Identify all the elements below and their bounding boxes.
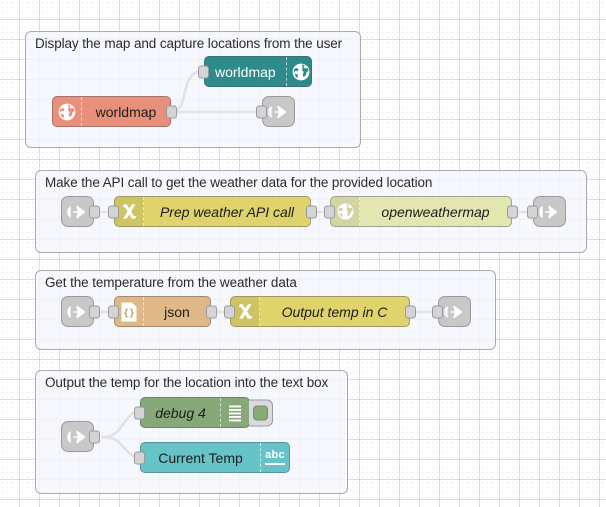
function-icon: [231, 297, 260, 326]
group-label-4: Output the temp for the location into th…: [45, 375, 329, 390]
node-label: Prep weather API call: [159, 203, 295, 220]
node-label: Current Temp: [158, 449, 243, 466]
globe-icon: [285, 57, 315, 86]
group-label-3: Get the temperature from the weather dat…: [45, 275, 297, 290]
group-box-1[interactable]: Display the map and capture locations fr…: [25, 31, 361, 148]
node-port-output[interactable]: [206, 305, 217, 318]
node-label: json: [164, 303, 190, 320]
link-out-icon: [538, 205, 557, 218]
group-label-1: Display the map and capture locations fr…: [35, 36, 343, 51]
link-out-icon: [267, 105, 286, 118]
globe-icon: [53, 97, 82, 126]
node-port-input[interactable]: [224, 305, 235, 318]
node-port-output[interactable]: [166, 105, 177, 118]
node-label: debug 4: [155, 404, 206, 421]
svg-text:{}: {}: [123, 308, 135, 319]
node-openweathermap[interactable]: openweathermap: [324, 196, 518, 227]
node-link-in-3[interactable]: [61, 296, 100, 327]
node-port-input[interactable]: [432, 305, 443, 318]
node-port-output[interactable]: [89, 430, 100, 443]
function-icon: [115, 197, 144, 226]
node-label: worldmap: [215, 63, 276, 80]
node-function-output-temp[interactable]: Output temp in C: [224, 296, 416, 327]
node-worldmap-input[interactable]: worldmap: [52, 96, 177, 127]
node-link-out-1[interactable]: [256, 96, 295, 127]
node-link-in-4[interactable]: [61, 421, 100, 452]
json-braces-icon: {}: [115, 297, 144, 326]
node-debug-4[interactable]: debug 4: [134, 397, 273, 428]
abc-text-icon: abc: [260, 443, 289, 472]
node-port-output[interactable]: [306, 205, 317, 218]
node-port-input[interactable]: [134, 451, 145, 464]
node-port-input[interactable]: [108, 305, 119, 318]
node-label: openweathermap: [381, 203, 490, 220]
node-port-output[interactable]: [507, 205, 518, 218]
globe-icon: [331, 197, 360, 226]
node-worldmap-output[interactable]: worldmap: [198, 56, 315, 87]
group-label-2: Make the API call to get the weather dat…: [45, 175, 433, 190]
abc-glyph: abc: [265, 450, 285, 465]
node-label: worldmap: [95, 103, 157, 120]
node-port-input[interactable]: [108, 205, 119, 218]
node-port-input[interactable]: [198, 65, 209, 78]
node-port-input[interactable]: [134, 406, 145, 419]
node-link-out-2[interactable]: [527, 196, 566, 227]
debug-toggle-button[interactable]: [249, 399, 273, 426]
node-port-output[interactable]: [89, 205, 100, 218]
node-port-input[interactable]: [527, 205, 538, 218]
node-port-input[interactable]: [324, 205, 335, 218]
link-out-icon: [443, 305, 462, 318]
node-current-temp[interactable]: Current Temp abc: [134, 442, 290, 473]
link-in-icon: [66, 205, 85, 218]
node-port-output[interactable]: [89, 305, 100, 318]
node-function-prep-weather[interactable]: Prep weather API call: [108, 196, 317, 227]
link-in-icon: [66, 430, 85, 443]
node-label: Output temp in C: [281, 303, 388, 320]
link-in-icon: [66, 305, 85, 318]
debug-toggle-indicator: [253, 405, 268, 420]
node-link-in-2[interactable]: [61, 196, 100, 227]
node-port-input[interactable]: [256, 105, 267, 118]
node-json[interactable]: {} json: [108, 296, 217, 327]
debug-lines-icon: [220, 398, 249, 427]
node-port-output[interactable]: [405, 305, 416, 318]
node-link-out-3[interactable]: [432, 296, 471, 327]
